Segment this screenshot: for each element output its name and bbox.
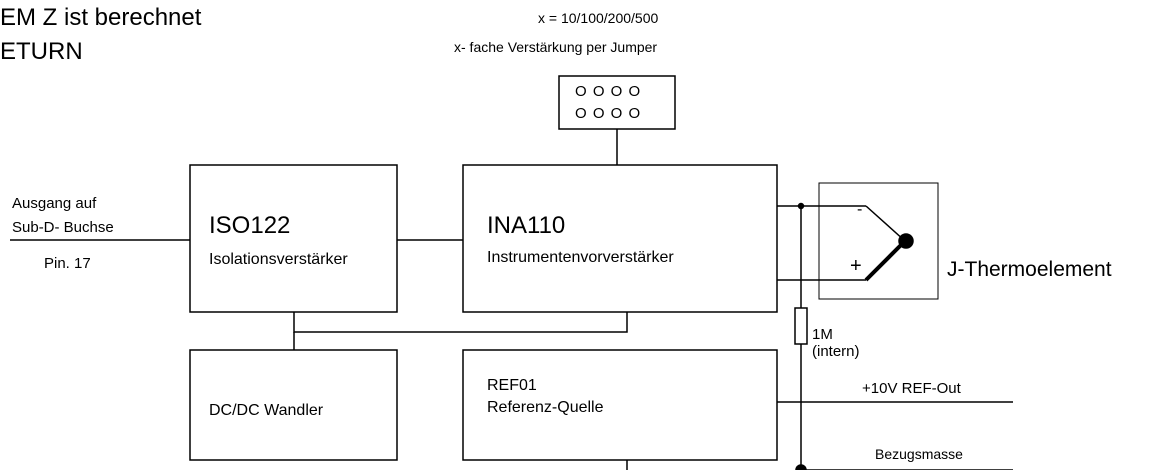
thermo-minus-lead [865, 205, 906, 242]
ina110-subtitle: Instrumentenvorverstärker [487, 249, 674, 266]
resistor-1m [794, 307, 808, 345]
output-label-3: Pin. 17 [44, 255, 91, 272]
ground-junction-dot [795, 464, 807, 470]
thermo-plus-label: + [850, 255, 862, 277]
thermo-plus-lead [864, 239, 907, 282]
output-label-2: Sub-D- Buchse [12, 219, 114, 236]
ref01-box [462, 349, 778, 461]
thermo-minus-label: - [857, 201, 863, 218]
jumper-sub-note: x- fache Verstärkung per Jumper [454, 39, 658, 55]
ground-label: Bezugsmasse [875, 446, 963, 462]
resistor-note: (intern) [812, 343, 860, 360]
iso122-subtitle: Isolationsverstärker [209, 251, 348, 268]
dcdc-title: DC/DC Wandler [209, 402, 324, 419]
supply-bus-wire [293, 312, 628, 333]
thermo-junction [898, 233, 914, 249]
output-label-1: Ausgang auf [12, 195, 97, 212]
thermocouple-label: J-Thermoelement [947, 258, 1112, 281]
ref-out-label: +10V REF-Out [862, 380, 961, 397]
resistor-value: 1M [812, 326, 833, 343]
ina110-box [462, 164, 778, 313]
ref01-title: REF01 [487, 377, 537, 394]
header-line-2: ETURN [0, 38, 83, 65]
ref01-subtitle: Referenz-Quelle [487, 399, 604, 416]
ina110-title: INA110 [487, 212, 566, 239]
jumper-row-1: O O O O [575, 83, 642, 100]
header-line-1: EM Z ist berechnet [0, 4, 202, 31]
iso122-title: ISO122 [209, 212, 291, 239]
jumper-gain-note: x = 10/100/200/500 [538, 10, 659, 26]
jumper-row-2: O O O O [575, 105, 642, 122]
thermocouple-box [818, 182, 939, 300]
